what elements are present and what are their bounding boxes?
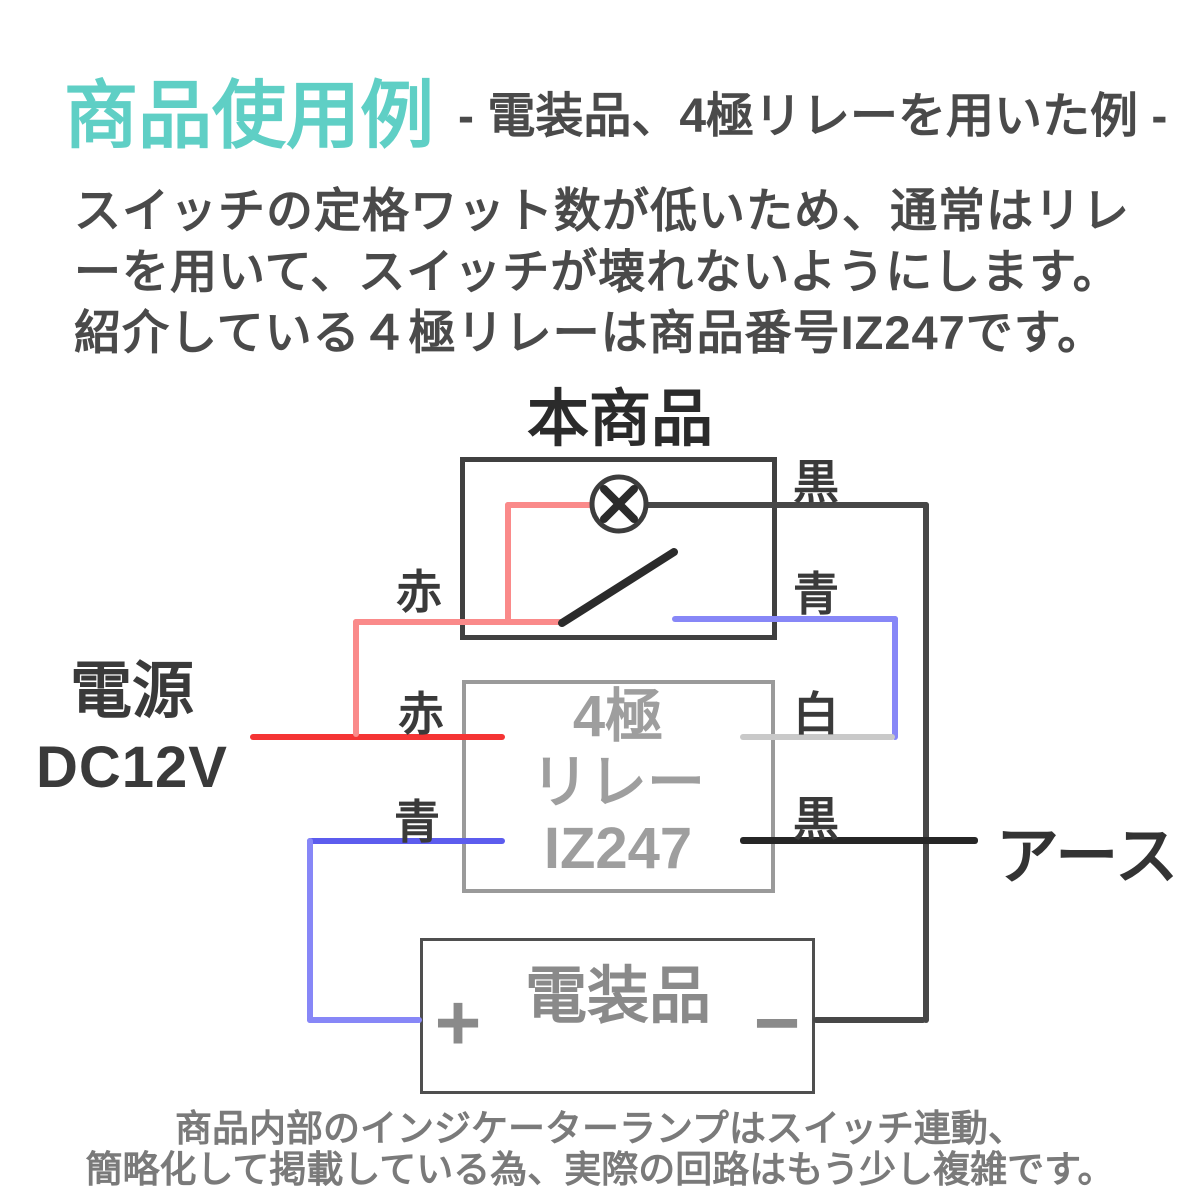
minus-terminal: − — [753, 978, 801, 1067]
relay-black-label: 黒 — [793, 793, 839, 845]
power-source-label: 電源 DC12V — [10, 656, 254, 800]
wire-lamp-black-horizontal — [645, 502, 929, 508]
intro-line-1: スイッチの定格ワット数が低いため、通常はリレ — [74, 184, 1130, 237]
footer-note-line2: 簡略化して掲載している為、実際の回路はもう少し複雑です。 — [85, 1149, 1115, 1190]
wire-load-minus-horizontal — [813, 1017, 926, 1023]
relay-white-label: 白 — [793, 688, 839, 740]
wire-switch-blue-vertical — [892, 616, 898, 740]
relay-box — [462, 680, 775, 893]
intro-line-3: 紹介している４極リレーは商品番号IZ247です。 — [74, 306, 1106, 359]
product-switch-box — [460, 457, 777, 640]
relay-blue-label: 青 — [394, 796, 440, 848]
wire-relay-white — [740, 734, 895, 740]
wire-load-blue-vertical — [307, 838, 313, 1023]
relay-red-label: 赤 — [398, 688, 444, 740]
wire-switch-red-horizontal — [353, 619, 565, 625]
switch-blue-label: 青 — [793, 568, 839, 620]
wire-relay-ground — [740, 837, 978, 844]
wire-black-vertical — [923, 502, 929, 1023]
wire-relay-blue-horizontal — [307, 838, 505, 844]
wire-load-blue-horizontal — [307, 1017, 422, 1023]
earth-label: アース — [996, 822, 1179, 892]
plus-terminal: + — [434, 978, 482, 1067]
lamp-cross-stroke-2 — [600, 485, 638, 523]
relay-line-3: IZ247 — [543, 816, 693, 881]
switch-lever-icon — [558, 548, 678, 627]
relay-line-1: 4極 — [572, 684, 664, 749]
wire-switch-blue-horizontal — [672, 616, 898, 622]
product-box-title: 本商品 — [526, 385, 713, 454]
footer-note: 商品内部のインジケーターランプはスイッチ連動、 簡略化して掲載している為、実際の… — [0, 1108, 1200, 1190]
load-box — [420, 938, 815, 1094]
page-title: 商品使用例 — [64, 74, 434, 157]
wire-switch-red-vertical — [353, 619, 359, 737]
wire-lamp-red-vertical — [505, 502, 511, 625]
relay-line-2: リレー — [530, 750, 705, 815]
switch-black-label: 黒 — [793, 456, 839, 508]
page-subtitle: - 電装品、4極リレーを用いた例 - — [458, 90, 1168, 143]
footer-note-line1: 商品内部のインジケーターランプはスイッチ連動、 — [175, 1108, 1025, 1149]
intro-paragraph: スイッチの定格ワット数が低いため、通常はリレ ーを用いて、スイッチが壊れないよう… — [74, 180, 1130, 363]
wire-power-red — [250, 734, 505, 740]
intro-line-2: ーを用いて、スイッチが壊れないようにします。 — [74, 245, 1121, 298]
switch-red-label: 赤 — [396, 566, 442, 618]
power-label-line2: DC12V — [36, 735, 228, 800]
wire-lamp-red-horizontal — [505, 502, 594, 508]
load-box-title: 電装品 — [524, 962, 711, 1031]
power-label-line1: 電源 — [69, 657, 194, 726]
relay-label-block: 4極 リレー IZ247 — [418, 684, 818, 882]
